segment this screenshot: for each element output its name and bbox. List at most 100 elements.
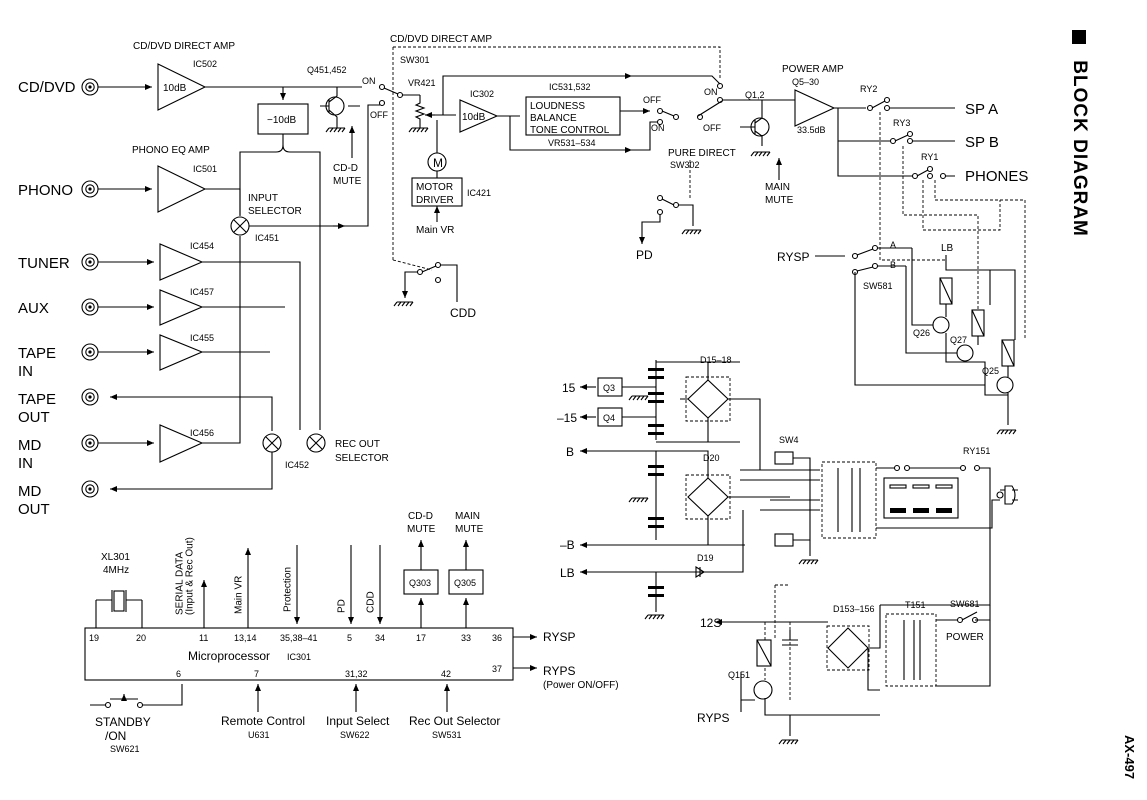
ic455-label: IC455 bbox=[190, 333, 214, 343]
standby-switch-icon bbox=[90, 684, 183, 709]
vr531-label: VR531–534 bbox=[548, 138, 596, 148]
relay-contacts-icon bbox=[866, 96, 955, 180]
sw681-label: SW681 bbox=[950, 599, 980, 609]
standby-1: STANDBY bbox=[95, 715, 151, 729]
model-number: AX-497 bbox=[1122, 735, 1137, 780]
pin-20: 20 bbox=[136, 633, 146, 643]
cdd-mute-ctrl-2: MUTE bbox=[407, 524, 436, 535]
md-out-jack-icon bbox=[81, 480, 99, 498]
q451-transistor-icon bbox=[320, 87, 346, 133]
sw581-a: A bbox=[890, 240, 896, 250]
micro-title: Microprocessor bbox=[188, 649, 270, 663]
sw4-label: SW4 bbox=[779, 435, 799, 445]
input-tuner: TUNER bbox=[18, 255, 70, 272]
ic421-label: IC421 bbox=[467, 188, 491, 198]
cdd-signal: CDD bbox=[366, 591, 377, 613]
phones-output: PHONES bbox=[965, 168, 1028, 185]
ic457-label: IC457 bbox=[190, 287, 214, 297]
ic502-label: IC502 bbox=[193, 59, 217, 69]
tape-out-jack-icon bbox=[81, 388, 99, 406]
output-md-out-1: MD bbox=[18, 483, 41, 500]
remote-control: Remote Control bbox=[221, 714, 305, 728]
microprocessor-block: Microprocessor IC301 XL301 4MHz 19 20 11… bbox=[84, 511, 619, 754]
phono-jack-icon bbox=[81, 180, 99, 198]
q25-label: Q25 bbox=[982, 366, 999, 376]
vr421-resistor-icon bbox=[408, 95, 435, 133]
ic456-label: IC456 bbox=[190, 428, 214, 438]
ic454-amp: IC454 bbox=[159, 241, 214, 281]
d153-label: D153–156 bbox=[833, 604, 875, 614]
serial-data-1: SERIAL DATA bbox=[175, 552, 186, 615]
motor-driver-2: DRIVER bbox=[416, 195, 454, 206]
sw622-label: SW622 bbox=[340, 730, 370, 740]
q451-label: Q451,452 bbox=[307, 65, 347, 75]
ic501-label: IC501 bbox=[193, 164, 217, 174]
ryps-note: (Power ON/OFF) bbox=[543, 680, 619, 691]
sw581-switch-icon bbox=[851, 244, 985, 386]
pin-31-32: 31,32 bbox=[345, 669, 368, 679]
power-amp-label: POWER AMP bbox=[782, 64, 844, 75]
pin-19: 19 bbox=[89, 633, 99, 643]
input-phono: PHONO bbox=[18, 182, 73, 199]
q12-transistor-icon bbox=[740, 100, 771, 157]
q12-label: Q1,2 bbox=[745, 90, 765, 100]
sw301-on: ON bbox=[362, 76, 376, 86]
loudness-line3: TONE CONTROL bbox=[530, 125, 610, 136]
input-md-in-2: IN bbox=[18, 455, 33, 472]
pin-37: 37 bbox=[492, 664, 502, 674]
pin-6: 6 bbox=[176, 669, 181, 679]
main-mute-2: MUTE bbox=[765, 195, 794, 206]
ry151-relay-icon bbox=[876, 464, 1000, 529]
q4-label: Q4 bbox=[603, 413, 615, 423]
pin-35: 35,38–41 bbox=[280, 633, 318, 643]
sw301-off: OFF bbox=[370, 110, 388, 120]
lb-label: LB bbox=[941, 243, 954, 254]
protection-signal: Protection bbox=[283, 567, 294, 612]
pd-switch-icon bbox=[639, 194, 702, 244]
input-selector-2: SELECTOR bbox=[248, 206, 302, 217]
cdd-mute-2: MUTE bbox=[333, 176, 362, 187]
cd-direct-amp-triangle bbox=[157, 63, 207, 111]
ic454-label: IC454 bbox=[190, 241, 214, 251]
xl301-line1: XL301 bbox=[101, 552, 130, 563]
d15-label: D15–18 bbox=[700, 355, 732, 365]
main-mute-ctrl-1: MAIN bbox=[455, 511, 480, 522]
off2-label: OFF bbox=[643, 95, 661, 105]
pin-42: 42 bbox=[441, 669, 451, 679]
d19-label: D19 bbox=[697, 553, 714, 563]
pin-5: 5 bbox=[347, 633, 352, 643]
ic456-amp: IC456 bbox=[159, 424, 214, 463]
lb2-label: LB bbox=[560, 566, 575, 580]
main-transformer bbox=[821, 461, 877, 539]
ic531-label: IC531,532 bbox=[549, 82, 591, 92]
cd-dvd-jack-icon bbox=[81, 78, 99, 96]
pd-signal: PD bbox=[337, 599, 348, 613]
p15-label: 15 bbox=[562, 381, 576, 395]
q5-label: Q5–30 bbox=[792, 77, 819, 87]
title-text: BLOCK DIAGRAM bbox=[1069, 60, 1090, 237]
title-square-icon bbox=[1072, 30, 1086, 44]
cdd-mute-1: CD-D bbox=[333, 163, 358, 174]
main-vr-signal: Main VR bbox=[234, 576, 245, 614]
ryps-input: RYPS bbox=[697, 711, 729, 725]
sw621-label: SW621 bbox=[110, 744, 140, 754]
input-tape-in-1: TAPE bbox=[18, 345, 56, 362]
spb-output: SP B bbox=[965, 134, 999, 151]
rec-out-mixer-2-icon bbox=[306, 433, 326, 453]
pure-direct-switch-icon bbox=[632, 75, 748, 151]
vr421-label: VR421 bbox=[408, 78, 436, 88]
on2-label: ON bbox=[651, 123, 665, 133]
input-select: Input Select bbox=[326, 714, 390, 728]
main-mute-ctrl-2: MUTE bbox=[455, 524, 484, 535]
u631-label: U631 bbox=[248, 730, 270, 740]
motor-m-label: M bbox=[433, 156, 443, 170]
q151-transistor-icon bbox=[753, 680, 773, 700]
q26-label: Q26 bbox=[913, 328, 930, 338]
power-supply-section: 15 Q3 –15 Q4 D15–18 B D20 –B LB D19 bbox=[557, 355, 1018, 745]
off3-label: OFF bbox=[703, 123, 721, 133]
tuner-jack-icon bbox=[81, 253, 99, 271]
q151-label: Q151 bbox=[728, 670, 750, 680]
q303-box bbox=[403, 569, 439, 595]
ry3-label: RY3 bbox=[893, 118, 910, 128]
